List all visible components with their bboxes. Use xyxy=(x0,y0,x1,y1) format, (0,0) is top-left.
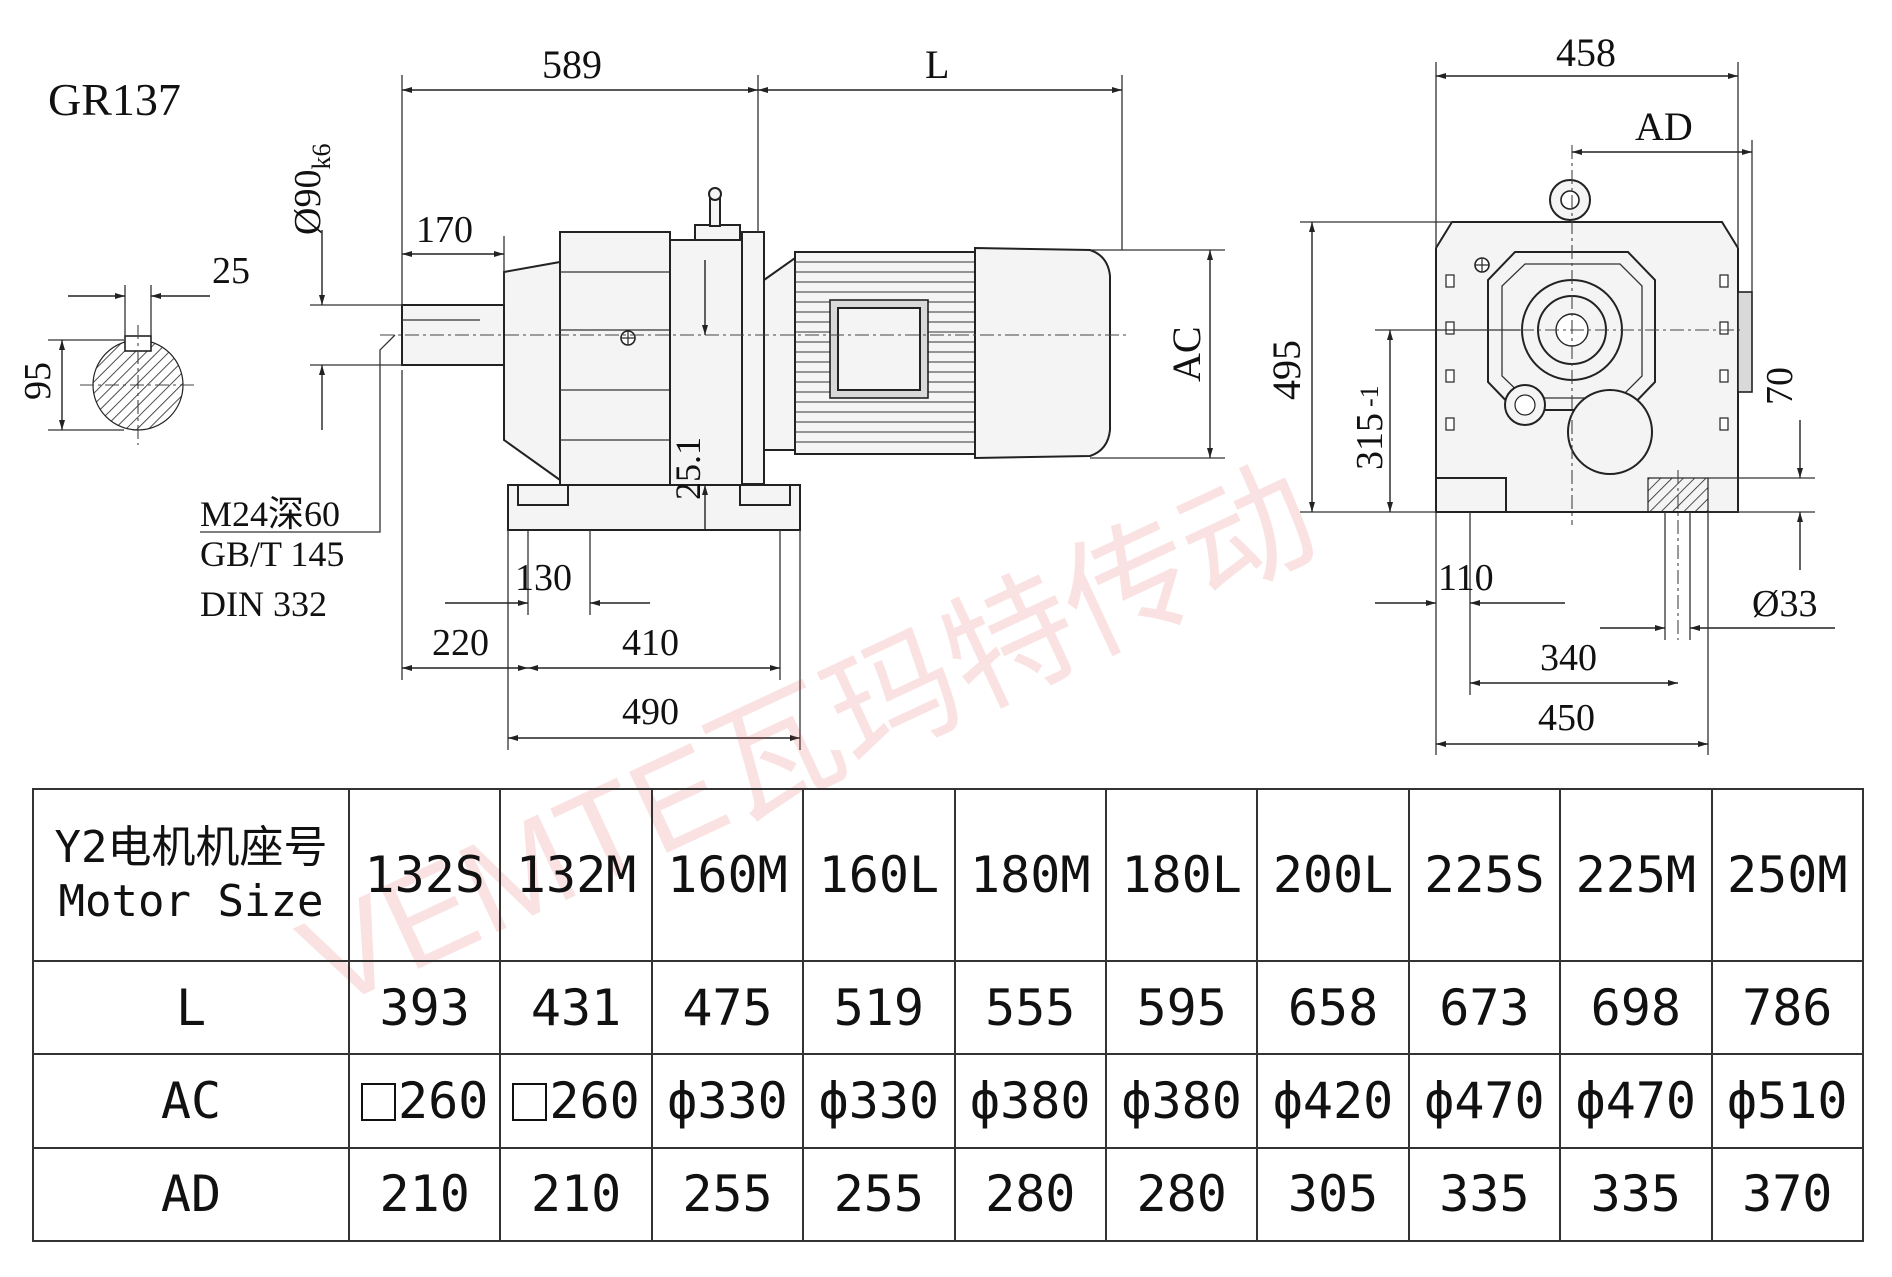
side-foot-length-label: 490 xyxy=(622,691,679,733)
table-cell: ф420 xyxy=(1256,1053,1410,1149)
size-cell: 132M xyxy=(499,788,653,962)
table-row: AC 260 260 ф330 ф330 ф380 ф380 ф420 ф470… xyxy=(32,1053,1865,1149)
side-foot-span-label: 410 xyxy=(622,622,679,664)
motor-height-label: AC xyxy=(1164,326,1209,382)
table-cell: ф330 xyxy=(650,1053,805,1149)
section-height-label: 95 xyxy=(17,362,59,400)
side-view: 589 L 170 Ø90k6 AC 25.1 M24深60 GB/T 145 … xyxy=(200,42,1225,750)
shaft-diameter-label: Ø90 xyxy=(287,170,329,235)
end-foot-width-label: 450 xyxy=(1538,697,1595,739)
size-cell: 180L xyxy=(1104,788,1259,962)
row-label: AD xyxy=(32,1146,350,1243)
table-cell: 305 xyxy=(1256,1146,1410,1243)
table-header-row: Y2电机机座号 Motor Size 132S 132M 160M 160L 1… xyxy=(32,788,1865,962)
foot-edge-label: 110 xyxy=(1438,557,1494,599)
header-label-cn: Y2电机机座号 xyxy=(54,822,328,874)
end-view-plug-icon xyxy=(1474,257,1490,273)
table-cell: 335 xyxy=(1559,1146,1713,1243)
end-foot-span-label: 340 xyxy=(1540,637,1597,679)
shaft-section: 25 95 xyxy=(17,250,250,445)
header-label-en: Motor Size xyxy=(58,876,324,927)
table-cell: ф330 xyxy=(802,1053,956,1149)
table-cell: 255 xyxy=(802,1146,956,1243)
table-cell: 475 xyxy=(650,959,805,1056)
foot-slot-label: 130 xyxy=(515,557,572,599)
size-cell: 225S xyxy=(1407,788,1562,962)
shaft-height-label: 315 xyxy=(1349,413,1391,470)
table-cell: 658 xyxy=(1256,959,1410,1056)
table-cell: 519 xyxy=(802,959,956,1056)
thread-note-3: DIN 332 xyxy=(200,584,327,624)
table-cell: 210 xyxy=(499,1146,653,1243)
square-frame-icon xyxy=(512,1083,548,1121)
size-cell: 250M xyxy=(1710,788,1865,962)
vent-plug-icon xyxy=(620,330,636,346)
size-cell: 160M xyxy=(650,788,805,962)
foot-thickness-label: 70 xyxy=(1759,367,1801,405)
svg-text:315-1: 315-1 xyxy=(1349,385,1391,470)
table-row: AD 210 210 255 255 280 280 305 335 335 3… xyxy=(32,1146,1865,1243)
table-cell: 335 xyxy=(1407,1146,1562,1243)
table-row: L 393 431 475 519 555 595 658 673 698 78… xyxy=(32,959,1865,1056)
axis-offset-label: 25.1 xyxy=(668,437,708,500)
table-cell: 698 xyxy=(1559,959,1713,1056)
motor-size-table: Y2电机机座号 Motor Size 132S 132M 160M 160L 1… xyxy=(32,788,1865,1243)
gear-length-label: 589 xyxy=(542,42,602,87)
bolt-hole-label: Ø33 xyxy=(1752,583,1817,625)
keyway-width-label: 25 xyxy=(212,250,250,292)
table-cell: 370 xyxy=(1710,1146,1865,1243)
shaft-height-tolerance-label: -1 xyxy=(1355,385,1384,407)
table-header-label: Y2电机机座号 Motor Size xyxy=(32,788,350,962)
motor-length-label: L xyxy=(925,42,949,87)
table-cell: 786 xyxy=(1710,959,1865,1056)
table-cell: 393 xyxy=(347,959,502,1056)
table-cell: 260 xyxy=(499,1053,653,1149)
size-cell: 200L xyxy=(1256,788,1410,962)
terminal-box-label: AD xyxy=(1635,104,1693,149)
svg-text:Ø90k6: Ø90k6 xyxy=(287,144,336,235)
shaft-to-foot-label: 220 xyxy=(432,622,489,664)
table-cell-value: 260 xyxy=(398,1071,489,1130)
table-cell: 210 xyxy=(347,1146,502,1243)
thread-note-2: GB/T 145 xyxy=(200,534,344,574)
table-cell: 255 xyxy=(650,1146,805,1243)
size-cell: 225M xyxy=(1559,788,1713,962)
row-label: AC xyxy=(32,1053,350,1149)
shaft-length-label: 170 xyxy=(416,209,473,251)
size-cell: 132S xyxy=(347,788,502,962)
model-title: GR137 xyxy=(48,74,181,125)
table-cell: 595 xyxy=(1104,959,1259,1056)
overall-height-label: 495 xyxy=(1264,340,1309,400)
table-cell: 260 xyxy=(347,1053,502,1149)
row-label: L xyxy=(32,959,350,1056)
thread-note-1: M24深60 xyxy=(200,494,340,534)
table-cell: 280 xyxy=(953,1146,1107,1243)
table-cell: ф470 xyxy=(1407,1053,1562,1149)
end-view: 458 AD 495 315-1 70 110 Ø33 xyxy=(1264,30,1835,755)
table-cell: ф470 xyxy=(1559,1053,1713,1149)
size-cell: 180M xyxy=(953,788,1107,962)
table-cell: ф510 xyxy=(1710,1053,1865,1149)
table-cell: 673 xyxy=(1407,959,1562,1056)
size-cell: 160L xyxy=(802,788,956,962)
shaft-tolerance-label: k6 xyxy=(307,144,336,170)
table-cell: 280 xyxy=(1104,1146,1259,1243)
table-cell: 431 xyxy=(499,959,653,1056)
table-cell: ф380 xyxy=(953,1053,1107,1149)
table-cell: ф380 xyxy=(1104,1053,1259,1149)
square-frame-icon xyxy=(361,1083,397,1121)
overall-width-label: 458 xyxy=(1556,30,1616,75)
table-cell: 555 xyxy=(953,959,1107,1056)
table-cell-value: 260 xyxy=(549,1071,640,1130)
